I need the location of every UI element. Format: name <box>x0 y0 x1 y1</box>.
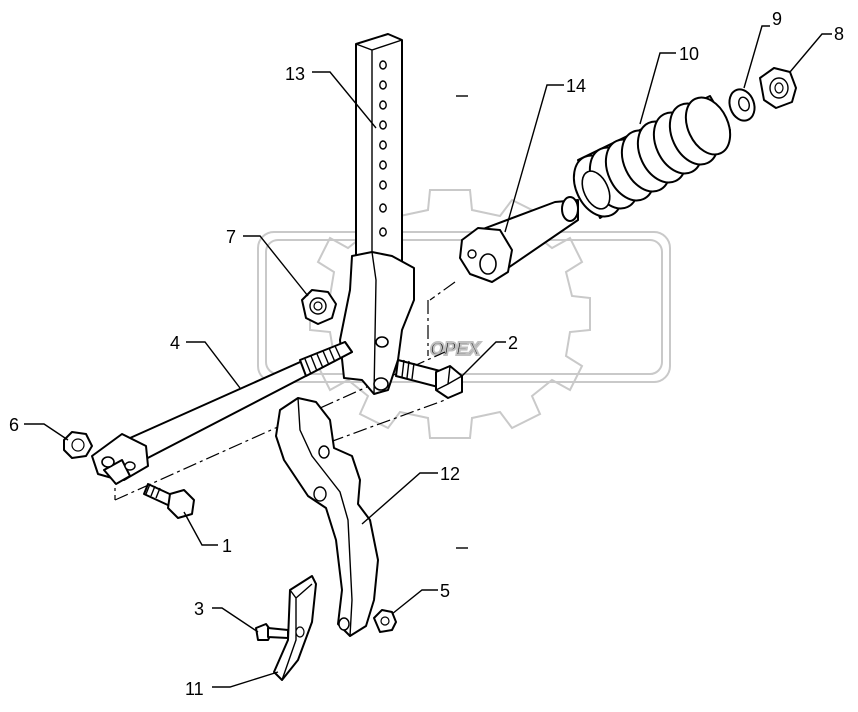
callout-9: 9 <box>772 9 782 29</box>
washer-part-9 <box>728 88 756 122</box>
callout-11: 11 <box>185 679 204 699</box>
tine-point-part-11 <box>273 575 317 681</box>
tension-rod-part-4 <box>91 341 353 485</box>
bolt-part-1 <box>143 483 195 519</box>
watermark-text: OPEX <box>430 339 481 359</box>
callout-labels: 13 14 10 9 8 7 4 2 6 12 1 5 3 11 <box>9 9 844 699</box>
leader-lines <box>24 25 832 688</box>
callout-7: 7 <box>226 227 236 247</box>
callout-2: 2 <box>508 333 518 353</box>
compression-spring-part-10 <box>572 95 732 219</box>
callout-10: 10 <box>679 44 699 64</box>
spring-guide-part-14 <box>459 196 579 283</box>
callout-3: 3 <box>194 599 204 619</box>
callout-14: 14 <box>566 76 586 96</box>
bolt-part-2 <box>395 359 463 399</box>
nut-part-5 <box>373 609 397 633</box>
callout-5: 5 <box>440 581 450 601</box>
nut-part-7 <box>301 289 337 325</box>
nut-part-8 <box>759 67 797 109</box>
lever-arm-part-12 <box>275 397 379 637</box>
callout-1: 1 <box>222 536 232 556</box>
callout-13: 13 <box>285 64 305 84</box>
bolt-part-3 <box>255 623 289 641</box>
registration-marks <box>456 95 468 549</box>
adjustment-bar-part-13 <box>339 33 415 395</box>
callout-4: 4 <box>170 333 180 353</box>
callout-12: 12 <box>440 464 460 484</box>
callout-8: 8 <box>834 24 844 44</box>
callout-6: 6 <box>9 415 19 435</box>
nut-part-6 <box>63 431 93 459</box>
